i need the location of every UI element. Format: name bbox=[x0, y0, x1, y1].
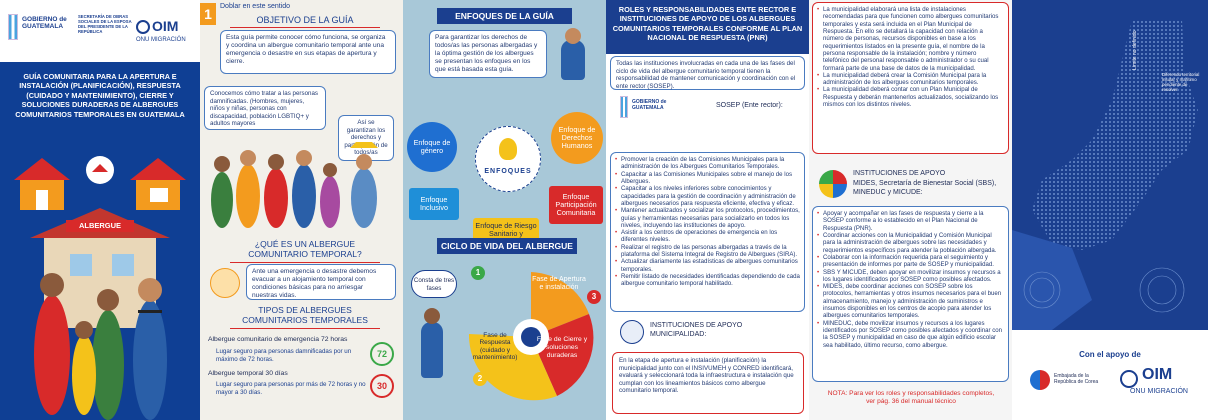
muni-item: La municipalidad deberá crear la Comisió… bbox=[817, 72, 1004, 87]
que-es-text: Ante una emergencia o desastre debemos e… bbox=[246, 264, 396, 300]
enfoques-heading: ENFOQUES DE LA GUÍA bbox=[437, 8, 572, 24]
map-label-undefined: Límite no definido bbox=[1132, 30, 1138, 70]
sosep-label: SOSEP (Ente rector): bbox=[716, 102, 783, 109]
nota-text: NOTA: Para ver los roles y responsabilid… bbox=[827, 390, 995, 405]
oim-back-sub: ONU MIGRACIÓN bbox=[1130, 388, 1188, 395]
sosep-item: Asistir a los centros de operaciones de … bbox=[615, 229, 800, 244]
oim-back-emblem-icon bbox=[1120, 370, 1138, 388]
inst-item: MINEDUC, debe movilizar insumos y recurs… bbox=[817, 320, 1004, 349]
sosep-item: Promover la creación de las Comisiones M… bbox=[615, 156, 800, 171]
gov-logo-text: GOBIERNO de GUATEMALA bbox=[22, 16, 67, 31]
guatemala-map bbox=[1012, 20, 1198, 330]
ciclo-wheel bbox=[468, 272, 594, 401]
groups-text: Conocemos cómo tratar a las personas dam… bbox=[204, 86, 326, 130]
shelter-illustration bbox=[0, 150, 200, 420]
sosep-item: Remitir listado de necesidades identific… bbox=[615, 273, 800, 288]
oim-back-logo: OIM bbox=[1142, 366, 1173, 383]
lightbulb-icon bbox=[499, 138, 517, 160]
korea-emblem-icon bbox=[1030, 370, 1050, 390]
people-illustration bbox=[211, 142, 378, 228]
phase-3-num: 3 bbox=[587, 290, 601, 304]
ciclo-bubble: Consta de tres fases bbox=[411, 270, 457, 298]
tipo-1-title: Albergue comunitario de emergencia 72 ho… bbox=[208, 336, 348, 343]
inst-item: Colaborar con la información requerida p… bbox=[817, 254, 1004, 269]
cover-panel: GOBIERNO de GUATEMALA SECRETARÍA DE OBRA… bbox=[0, 0, 200, 420]
inst-item: MIDES, debe coordinar acciones con SOSEP… bbox=[817, 283, 1004, 320]
embassy-label: Embajada de la República de Corea bbox=[1054, 373, 1099, 385]
enfoque-genero: Enfoque de género bbox=[407, 122, 457, 172]
gov-logo-sub: SECRETARÍA DE OBRAS SOCIALES DE LA ESPOS… bbox=[78, 14, 132, 35]
enfoque-derechos-humanos: Enfoque de Derechos Humanos bbox=[551, 112, 603, 164]
inst-item: SBS Y MICUDE, deben apoyar en movilizar … bbox=[817, 269, 1004, 284]
muni-item: La municipalidad elaborará una lista de … bbox=[817, 6, 1004, 72]
enfoques-panel: ENFOQUES DE LA GUÍA Para garantizar los … bbox=[403, 0, 606, 420]
house-shield-icon bbox=[210, 268, 240, 298]
guatemala-flag-icon bbox=[8, 14, 18, 40]
badge-72-icon: 72 bbox=[370, 342, 394, 366]
phase-1-num: 1 bbox=[471, 266, 485, 280]
sosep-item: Mantener actualizados y socializar los p… bbox=[615, 207, 800, 229]
inst-item: Apoyar y acompañar en las fases de respu… bbox=[817, 210, 1004, 232]
map-label-dispute: Diferendo territorial insular y marítimo… bbox=[1162, 72, 1200, 93]
sosep-item: Capacitar a las Comisiones Municipales s… bbox=[615, 171, 800, 186]
cover-logo-bar bbox=[0, 0, 200, 62]
sosep-item: Actualizar diariamente las estadísticas … bbox=[615, 258, 800, 273]
tipo-2-title: Albergue temporal 30 días bbox=[208, 370, 288, 377]
enfoque-participacion: Enfoque Participación Comunitaria bbox=[549, 186, 603, 224]
inst-heading: INSTITUCIONES DE APOYO bbox=[853, 170, 946, 177]
person-head-bottom bbox=[424, 308, 440, 324]
municipal-building-icon bbox=[620, 320, 644, 344]
sosep-item: Realizar el registro de las personas alb… bbox=[615, 244, 800, 259]
tipo-1-desc: Lugar seguro para personas damnificadas … bbox=[216, 348, 352, 363]
roles-panel: ROLES Y RESPONSABILIDADES ENTE RECTOR E … bbox=[606, 0, 809, 420]
sosep-list: Promover la creación de las Comisiones M… bbox=[610, 152, 805, 312]
phase-2-num: 2 bbox=[473, 372, 487, 386]
objetivo-text: Esta guía permite conocer cómo funciona,… bbox=[220, 30, 396, 74]
institutions-logo-icon bbox=[819, 170, 847, 198]
objetivo-heading: OBJETIVO DE LA GUÍA bbox=[230, 15, 380, 28]
badge-30-icon: 30 bbox=[370, 374, 394, 398]
phase-1-label: Fase de Apertura e instalación bbox=[532, 276, 586, 292]
enfoques-text: Para garantizar los derechos de todos/as… bbox=[429, 30, 547, 78]
muni-item: La municipalidad deberá contar con un Pl… bbox=[817, 86, 1004, 108]
muni-list: La municipalidad elaborará una lista de … bbox=[812, 2, 1009, 154]
cover-title: GUÍA COMUNITARIA PARA LA APERTURA E INST… bbox=[15, 72, 185, 119]
tipo-2-desc: Lugar seguro para personas por más de 72… bbox=[216, 381, 366, 396]
enfoque-inclusivo: Enfoque Inclusivo bbox=[409, 188, 459, 220]
roles-intro: Todas las instituciones involucradas en … bbox=[610, 56, 805, 90]
support-label: Con el apoyo de bbox=[1079, 350, 1141, 359]
phase-2-label: Fase de Respuesta (cuidado y mantenimien… bbox=[472, 332, 518, 362]
fold-note: Doblar en este sentido bbox=[220, 3, 291, 10]
enfoques-center-label: ENFOQUES bbox=[484, 168, 532, 175]
oim-sub: ONU MIGRACIÓN bbox=[136, 37, 186, 43]
ciclo-heading: CICLO DE VIDA DEL ALBERGUE bbox=[437, 238, 577, 254]
municipal-heading: INSTITUCIONES DE APOYO MUNICIPALIDAD: bbox=[650, 322, 743, 338]
person-illustration-top bbox=[561, 40, 585, 80]
sosep-logo-text: GOBIERNO de GUATEMALA bbox=[632, 99, 667, 111]
inst-item: Coordinar acciones con la Municipalidad … bbox=[817, 232, 1004, 254]
tipos-heading: TIPOS DE ALBERGUES COMUNITARIOS TEMPORAL… bbox=[230, 305, 380, 329]
inst-sub: MIDES, Secretaría de Bienestar Social (S… bbox=[853, 180, 997, 196]
person-illustration-bottom bbox=[421, 322, 443, 378]
municipal-text: En la etapa de apertura e instalación (p… bbox=[612, 352, 804, 414]
sosep-item: Capacitar a los niveles inferiores sobre… bbox=[615, 185, 800, 207]
que-es-heading: ¿QUÉ ES UN ALBERGUE COMUNITARIO TEMPORAL… bbox=[230, 239, 380, 263]
inst-list: Apoyar y acompañar en las fases de respu… bbox=[812, 206, 1009, 382]
roles-heading: ROLES Y RESPONSABILIDADES ENTE RECTOR E … bbox=[606, 0, 809, 54]
oim-logo: OIM bbox=[152, 18, 179, 34]
person-head-top bbox=[565, 28, 581, 44]
shelter-sign: ALBERGUE bbox=[78, 221, 122, 230]
step-number-badge: 1 bbox=[200, 3, 216, 25]
un-emblem-icon bbox=[136, 20, 150, 34]
back-cover-panel: Límite no definido Diferendo territorial… bbox=[1012, 0, 1208, 420]
instituciones-panel: La municipalidad elaborará una lista de … bbox=[809, 0, 1012, 420]
objetivo-panel: 1 Doblar en este sentido OBJETIVO DE LA … bbox=[200, 0, 403, 420]
phase-3-label: Fase de Cierre y soluciones duraderas bbox=[536, 336, 588, 359]
sosep-logo-icon bbox=[620, 96, 628, 118]
